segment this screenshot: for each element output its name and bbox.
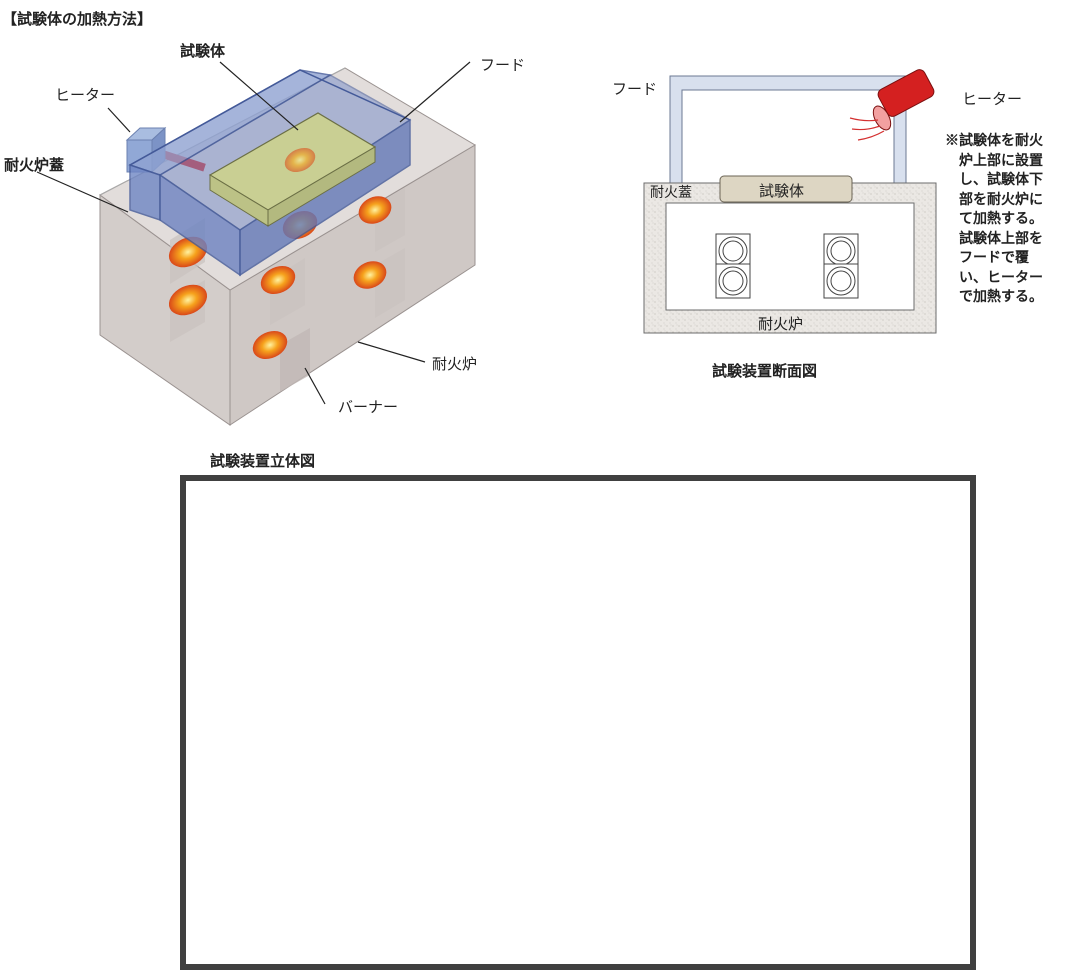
- section-label-lid: 耐火蓋: [650, 185, 692, 201]
- explanation-note: ※試験体を耐火 炉上部に設置 し、試験体下 部を耐火炉に て加熱する。 試験体上…: [945, 132, 1065, 308]
- leader-hood: [399, 61, 471, 123]
- note-line: 試験体上部を: [945, 230, 1043, 247]
- specimen-panel: [208, 112, 377, 227]
- section-label-specimen: 試験体: [759, 182, 805, 200]
- iso-label-lid: 耐火炉蓋: [4, 156, 65, 174]
- note-line: ※試験体を耐火: [945, 133, 1043, 149]
- note-line: い、ヒーター: [945, 269, 1043, 286]
- note-line: し、試験体下: [945, 172, 1043, 188]
- leader-specimen: [219, 61, 299, 131]
- burner-symbol: [715, 263, 751, 299]
- burner-flame: [358, 188, 405, 252]
- leader-furnace: [357, 341, 426, 363]
- note-line: 部を耐火炉に: [945, 191, 1043, 208]
- burner-flame: [252, 328, 310, 392]
- burner-symbol: [823, 263, 859, 299]
- section-specimen: [719, 175, 853, 203]
- section-label-heater: ヒーター: [962, 90, 1023, 108]
- iso-label-hood: フード: [480, 56, 526, 74]
- section-label-furnace: 耐火炉: [758, 315, 804, 333]
- iso-label-furnace: 耐火炉: [432, 355, 478, 373]
- section-hood: [669, 75, 907, 189]
- leader-lid: [36, 171, 129, 213]
- section-heater: [849, 69, 935, 141]
- leader-burner: [304, 367, 326, 405]
- leader-heater: [107, 107, 131, 133]
- note-line: で加熱する。: [945, 289, 1043, 305]
- section-caption: 試験装置断面図: [712, 362, 818, 380]
- note-line: て加熱する。: [945, 211, 1043, 227]
- note-line: 炉上部に設置: [945, 152, 1043, 169]
- iso-label-specimen: 試験体: [180, 42, 226, 60]
- note-line: フードで覆: [945, 250, 1029, 266]
- burner-flame: [260, 258, 305, 325]
- burner-flame: [168, 280, 208, 342]
- burner-symbol: [823, 233, 859, 269]
- section-label-hood: フード: [612, 80, 658, 98]
- burner-flame: [353, 248, 405, 318]
- page-title: 【試験体の加熱方法】: [2, 10, 153, 28]
- iso-label-burner: バーナー: [338, 398, 399, 416]
- empty-photo-frame: [180, 475, 976, 970]
- burner-symbol: [715, 233, 751, 269]
- section-furnace: [643, 182, 937, 334]
- iso-caption: 試験装置立体図: [210, 452, 316, 470]
- iso-label-heater: ヒーター: [55, 86, 116, 104]
